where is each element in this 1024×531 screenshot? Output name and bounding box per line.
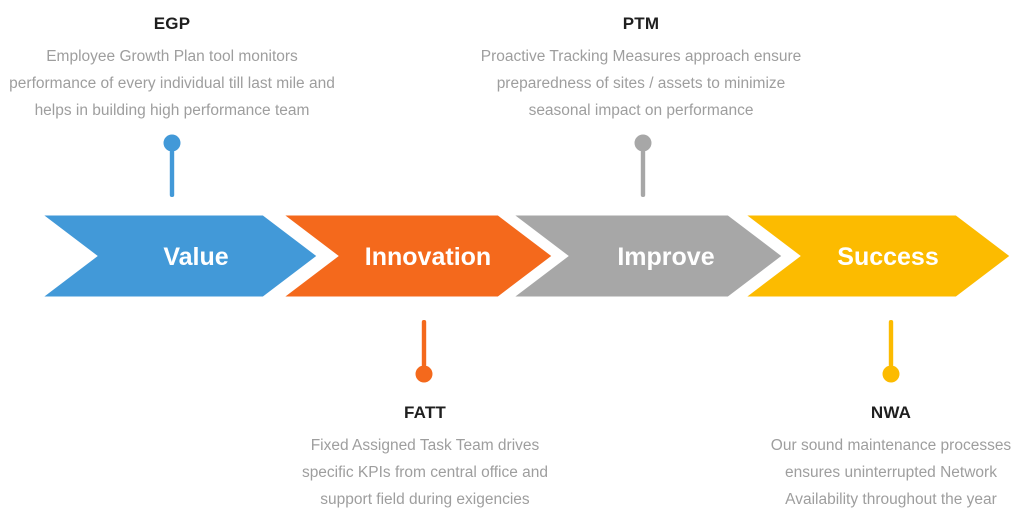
callout-ptm-line: preparedness of sites / assets to minimi…: [496, 75, 786, 92]
callout-nwa-line: Our sound maintenance processes: [770, 437, 1012, 454]
callout-nwa-line: Availability throughout the year: [785, 491, 997, 508]
callout-ptm: PTM Proactive Tracking Measures approach…: [471, 14, 811, 124]
egp-connector-line: [169, 150, 175, 197]
arrow-label-success: Success: [837, 243, 938, 271]
callout-ptm-line: Proactive Tracking Measures approach ens…: [480, 48, 802, 65]
ptm-connector-dot: [634, 134, 652, 152]
callout-ptm-title: PTM: [622, 14, 660, 33]
nwa-connector: [882, 320, 900, 383]
egp-connector-dot: [163, 134, 181, 152]
chevron-arrow-value: [28, 212, 328, 300]
egp-connector: [163, 134, 181, 197]
arrow-label-value: Value: [163, 243, 228, 271]
callout-egp: EGP Employee Growth Plan tool monitors p…: [0, 14, 344, 124]
callout-egp-line: Employee Growth Plan tool monitors: [46, 48, 298, 65]
chevron-arrow-success: [731, 212, 1021, 300]
callout-fatt-line: Fixed Assigned Task Team drives: [310, 437, 540, 454]
nwa-connector-line: [888, 320, 894, 367]
ptm-connector-line: [640, 150, 646, 197]
nwa-connector-dot: [882, 365, 900, 383]
arrow-label-improve: Improve: [617, 243, 714, 271]
callout-nwa-title: NWA: [870, 403, 912, 422]
callout-ptm-line: seasonal impact on performance: [528, 102, 754, 119]
fatt-connector: [415, 320, 433, 383]
callout-egp-line: performance of every individual till las…: [9, 75, 335, 92]
callout-egp-title: EGP: [153, 14, 191, 33]
callout-fatt: FATT Fixed Assigned Task Team drives spe…: [255, 403, 595, 513]
arrow-label-innovation: Innovation: [365, 243, 491, 271]
fatt-connector-dot: [415, 365, 433, 383]
ptm-connector: [634, 134, 652, 197]
chevron-arrow-improve: [499, 212, 793, 300]
callout-fatt-title: FATT: [403, 403, 447, 422]
callout-nwa-line: ensures uninterrupted Network: [785, 464, 997, 481]
callout-fatt-line: specific KPIs from central office and: [301, 464, 549, 481]
callout-egp-line: helps in building high performance team: [34, 102, 310, 119]
callout-fatt-line: support field during exigencies: [320, 491, 530, 508]
chevron-arrow-innovation: [269, 212, 563, 300]
fatt-connector-line: [421, 320, 427, 367]
callout-nwa: NWA Our sound maintenance processes ensu…: [721, 403, 1024, 513]
process-arrow-band: Value Innovation Improve Success: [28, 212, 1021, 300]
